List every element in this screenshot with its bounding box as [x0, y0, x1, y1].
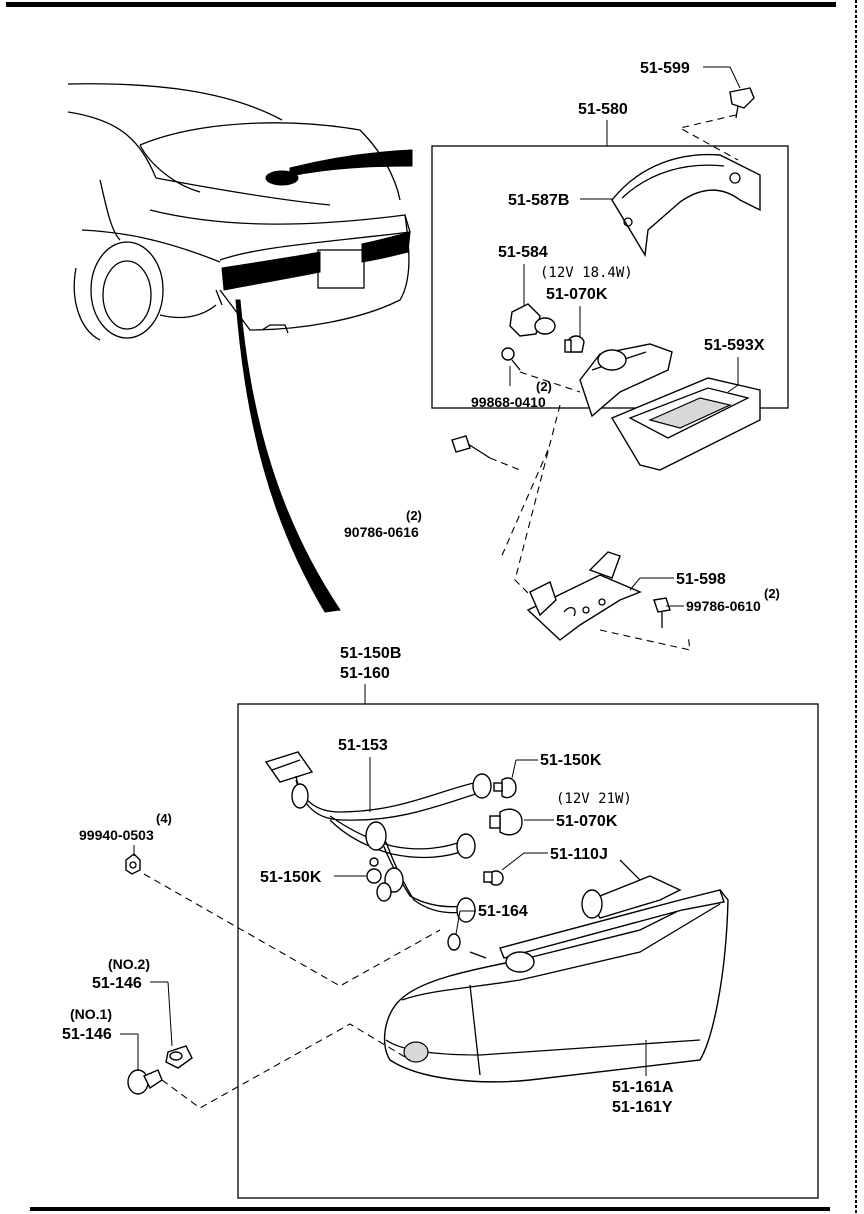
label-51-598: 51-598	[676, 571, 726, 588]
screw-99786-0610	[653, 597, 671, 628]
lamp-housing	[579, 343, 673, 418]
label-51-599: 51-599	[640, 60, 690, 77]
screw-99868-0410	[501, 347, 521, 371]
bottom-border	[30, 1207, 830, 1211]
label-51-593X: 51-593X	[704, 337, 765, 354]
label-99940-0503: 99940-0503	[79, 827, 154, 843]
label-51-580: 51-580	[578, 101, 628, 118]
label-51-070K-top: 51-070K	[546, 286, 608, 303]
label-51-161A: 51-161A	[612, 1079, 674, 1096]
label-90786-0616: 90786-0616	[344, 524, 419, 540]
top-border	[6, 2, 836, 7]
spec-12v-18-4w: (12V 18.4W)	[540, 265, 633, 281]
label-51-070K-bottom: 51-070K	[556, 813, 618, 830]
label-51-153: 51-153	[338, 737, 388, 754]
label-51-150K-top: 51-150K	[540, 752, 602, 769]
wire-harness-51-153	[264, 751, 492, 923]
screw-90786-0616	[451, 435, 491, 459]
label-51-110J: 51-110J	[550, 846, 608, 863]
car-rear-illustration	[67, 83, 413, 613]
label-51-150K-left: 51-150K	[260, 869, 322, 886]
bulb-51-110J	[483, 870, 504, 886]
bulb-51-070K-bottom	[489, 808, 523, 836]
grommet-51-164	[447, 933, 461, 951]
label-51-146-a: 51-146	[92, 975, 142, 992]
label-99868-0410: 99868-0410	[471, 394, 546, 410]
bulb-51-150K-left	[366, 857, 382, 884]
qty-2-b: (2)	[406, 508, 422, 523]
no-2-label: (NO.2)	[108, 956, 150, 972]
label-51-160: 51-160	[340, 665, 390, 682]
high-mount-lamp-box	[431, 145, 789, 409]
clip-51-599	[729, 87, 755, 119]
combination-lamp-box	[237, 703, 819, 1199]
bracket-51-598	[526, 551, 642, 641]
bulb-51-070K-top	[567, 335, 585, 353]
label-51-150B: 51-150B	[340, 645, 401, 662]
no-1-label: (NO.1)	[70, 1006, 112, 1022]
label-99786-0610: 99786-0610	[686, 598, 761, 614]
cover-51-587B	[611, 153, 761, 258]
label-51-587B: 51-587B	[508, 192, 569, 209]
label-51-161Y: 51-161Y	[612, 1099, 673, 1116]
rear-combination-lamp-51-161A	[383, 859, 729, 1083]
bulb-51-150K-top	[493, 777, 517, 799]
clip-51-146-no2	[165, 1045, 193, 1069]
qty-2-c: (2)	[764, 586, 780, 601]
qty-2-a: (2)	[536, 379, 552, 394]
label-51-584: 51-584	[498, 244, 548, 261]
label-51-164: 51-164	[478, 903, 528, 920]
nut-99940-0503	[125, 853, 141, 875]
lens-51-593X	[610, 377, 761, 471]
socket-51-584	[509, 303, 556, 337]
clip-51-146-no1	[127, 1069, 163, 1095]
qty-4: (4)	[156, 811, 172, 826]
label-51-146-b: 51-146	[62, 1026, 112, 1043]
spec-12v-21w: (12V 21W)	[556, 791, 632, 807]
